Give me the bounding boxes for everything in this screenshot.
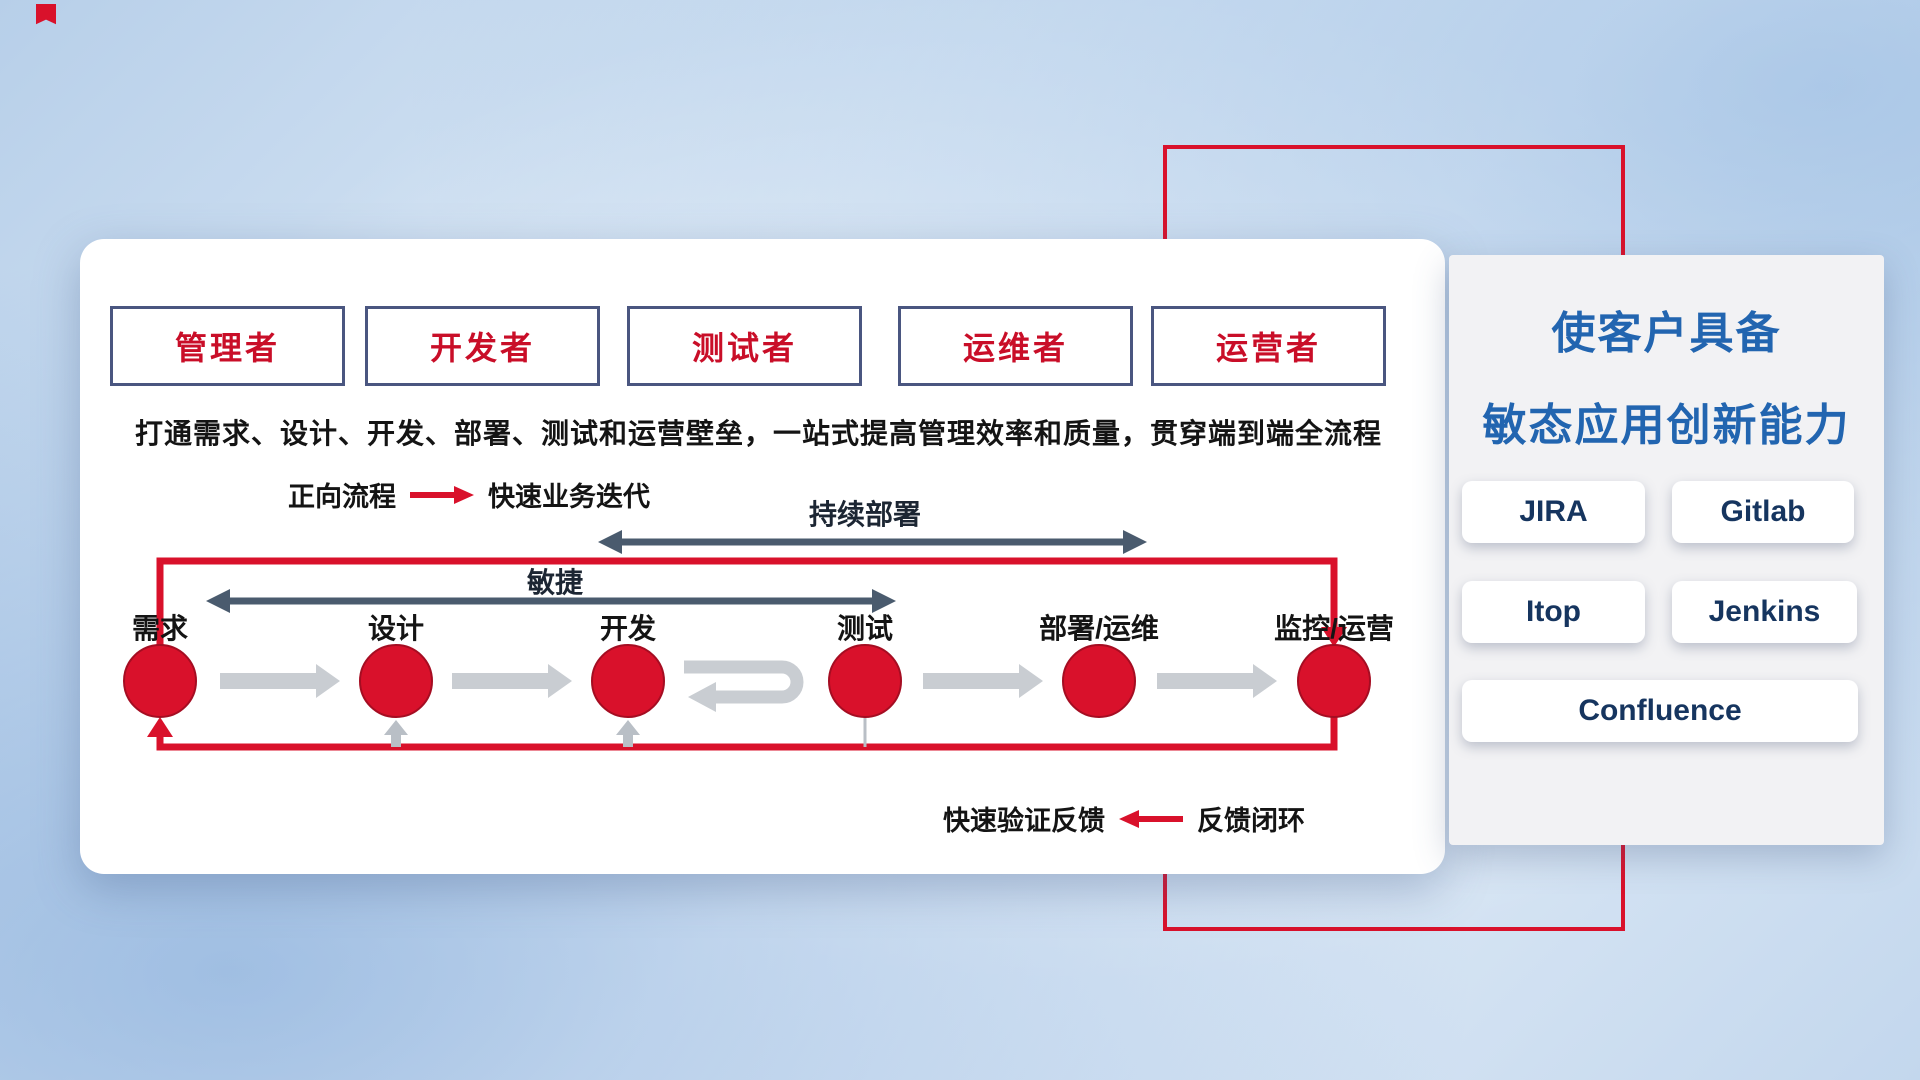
role-label: 管理者 bbox=[174, 330, 280, 366]
legend-forward-label: 正向流程 bbox=[288, 482, 396, 512]
stage-label-testing: 测试 bbox=[836, 613, 893, 644]
iteration-loop-arrowhead-icon bbox=[688, 682, 716, 712]
pipeline-description: 打通需求、设计、开发、部署、测试和运营壁垒，一站式提高管理效率和质量，贯穿端到端… bbox=[135, 418, 1383, 449]
stage-label-requirements: 需求 bbox=[131, 613, 188, 644]
role-label: 测试者 bbox=[691, 330, 797, 366]
legend-feedback-label: 快速验证反馈 bbox=[943, 806, 1105, 836]
panel-title-line2: 敏态应用创新能力 bbox=[1482, 401, 1851, 450]
role-label: 运营者 bbox=[1215, 330, 1321, 366]
agile-span-label: 敏捷 bbox=[526, 567, 583, 598]
main-card: 管理者 开发者 测试者 运维者 运营者 打通需求、设计、开发、部署、测试和运营壁… bbox=[80, 239, 1445, 874]
legend-feedback: 快速验证反馈 反馈闭环 bbox=[943, 799, 1305, 838]
stage-node-design bbox=[359, 644, 433, 718]
role-box-ops: 运维者 bbox=[898, 306, 1133, 386]
feedback-up-arrow-icon bbox=[384, 720, 408, 747]
forward-arrow-icon bbox=[410, 485, 474, 504]
stage-label-monitor-operate: 监控/运营 bbox=[1274, 613, 1394, 644]
agile-arrowhead-icon bbox=[206, 589, 230, 613]
role-label: 运维者 bbox=[962, 330, 1068, 366]
tool-chip-gitlab: Gitlab bbox=[1672, 481, 1854, 543]
stage-node-requirements bbox=[123, 644, 197, 718]
capability-panel: 使客户具备 敏态应用创新能力 JIRA Gitlab Itop Jenkins … bbox=[1449, 255, 1884, 845]
feedback-loop-line bbox=[156, 717, 1338, 751]
flow-diagram bbox=[123, 530, 1371, 751]
legend-feedback-value: 反馈闭环 bbox=[1197, 806, 1305, 836]
flow-arrow-icon bbox=[1157, 664, 1277, 698]
role-label: 开发者 bbox=[429, 330, 535, 366]
flow-arrow-icon bbox=[452, 664, 572, 698]
feedback-up-arrow-icon bbox=[616, 720, 640, 747]
role-box-developer: 开发者 bbox=[365, 306, 600, 386]
role-box-manager: 管理者 bbox=[110, 306, 345, 386]
flow-arrow-icon bbox=[220, 664, 340, 698]
role-box-operator: 运营者 bbox=[1151, 306, 1386, 386]
forward-loop-line bbox=[156, 557, 1338, 649]
logo-mark bbox=[36, 4, 56, 25]
agile-arrowhead-icon bbox=[872, 589, 896, 613]
deploy-arrowhead-icon bbox=[1123, 530, 1147, 554]
role-box-tester: 测试者 bbox=[627, 306, 862, 386]
continuous-deploy-span-label: 持续部署 bbox=[808, 499, 921, 530]
feedback-loop-arrowhead-icon bbox=[147, 717, 173, 737]
tool-chip-confluence: Confluence bbox=[1462, 680, 1858, 742]
tool-chip-jenkins: Jenkins bbox=[1672, 581, 1857, 643]
feedback-arrow-icon bbox=[1119, 809, 1183, 828]
stage-node-testing bbox=[828, 644, 902, 718]
stage-label-deploy-ops: 部署/运维 bbox=[1039, 613, 1159, 644]
stage-label-design: 设计 bbox=[367, 613, 424, 644]
panel-title-line1: 使客户具备 bbox=[1551, 309, 1782, 358]
stage-label-development: 开发 bbox=[599, 613, 656, 644]
legend-forward: 正向流程 快速业务迭代 bbox=[288, 475, 650, 514]
iteration-loop-icon bbox=[684, 660, 804, 704]
forward-loop-arrowhead-icon bbox=[1321, 627, 1347, 647]
tool-chip-jira: JIRA bbox=[1462, 481, 1645, 543]
deploy-arrowhead-icon bbox=[598, 530, 622, 554]
stage-node-deploy-ops bbox=[1062, 644, 1136, 718]
legend-forward-value: 快速业务迭代 bbox=[488, 482, 650, 512]
stage-node-development bbox=[591, 644, 665, 718]
tool-chip-itop: Itop bbox=[1462, 581, 1645, 643]
stage-node-monitor-operate bbox=[1297, 644, 1371, 718]
flow-arrow-icon bbox=[923, 664, 1043, 698]
